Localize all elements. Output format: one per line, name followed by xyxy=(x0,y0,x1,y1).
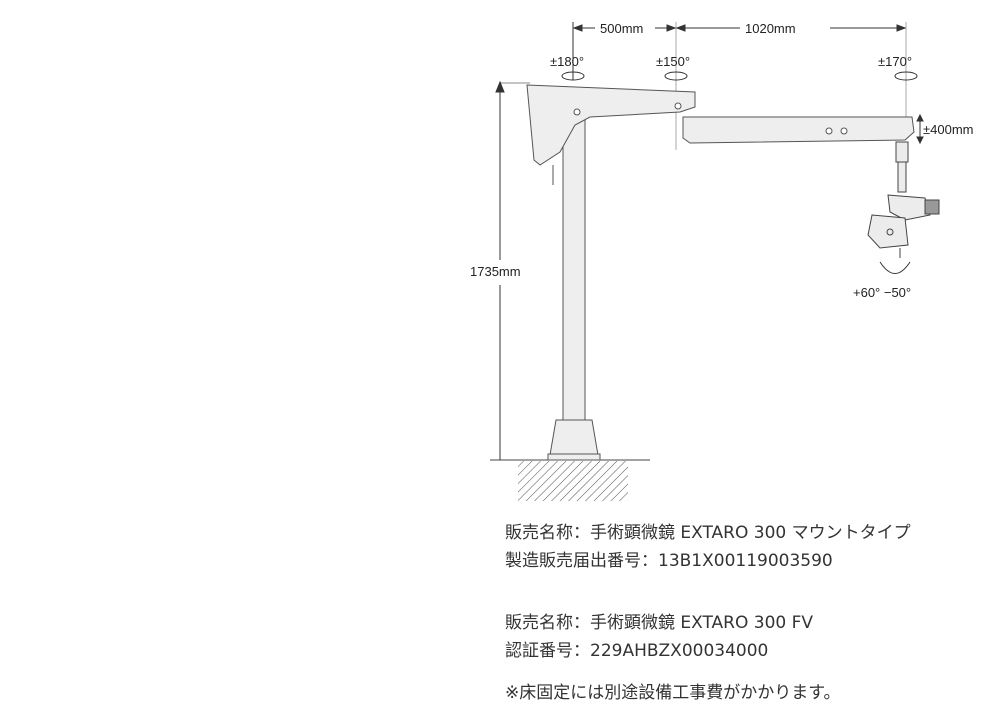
installation-note: ※床固定には別途設備工事費がかかります。 xyxy=(505,683,841,703)
product2-name: 販売名称：手術顕微鏡 EXTARO 300 FV xyxy=(505,613,814,633)
product-info: 販売名称：手術顕微鏡 EXTARO 300 マウントタイプ 製造販売届出番号：1… xyxy=(505,519,911,707)
rotation-arrow-icons xyxy=(561,71,918,81)
arm1-length-label: 500mm xyxy=(600,21,643,36)
product1-name: 販売名称：手術顕微鏡 EXTARO 300 マウントタイプ xyxy=(505,523,911,543)
tilt-label: +60° −50° xyxy=(853,285,911,300)
stand xyxy=(526,84,915,461)
rotation-base-label: ±180° xyxy=(550,54,584,69)
tilt-arrow-icon xyxy=(879,261,911,274)
vertical-travel-arrow xyxy=(916,113,924,145)
vertical-travel-label: ±400mm xyxy=(923,122,973,137)
height-dimension xyxy=(495,80,530,460)
rotation-joint-label: ±150° xyxy=(656,54,690,69)
height-label: 1735mm xyxy=(470,264,521,279)
product1-number: 製造販売届出番号：13B1X00119003590 xyxy=(505,551,833,571)
rotation-head-label: ±170° xyxy=(878,54,912,69)
arm2-length-label: 1020mm xyxy=(745,21,796,36)
floor xyxy=(490,459,650,501)
product2-number: 認証番号：229AHBZX00034000 xyxy=(505,641,769,661)
microscope-head xyxy=(867,141,940,258)
